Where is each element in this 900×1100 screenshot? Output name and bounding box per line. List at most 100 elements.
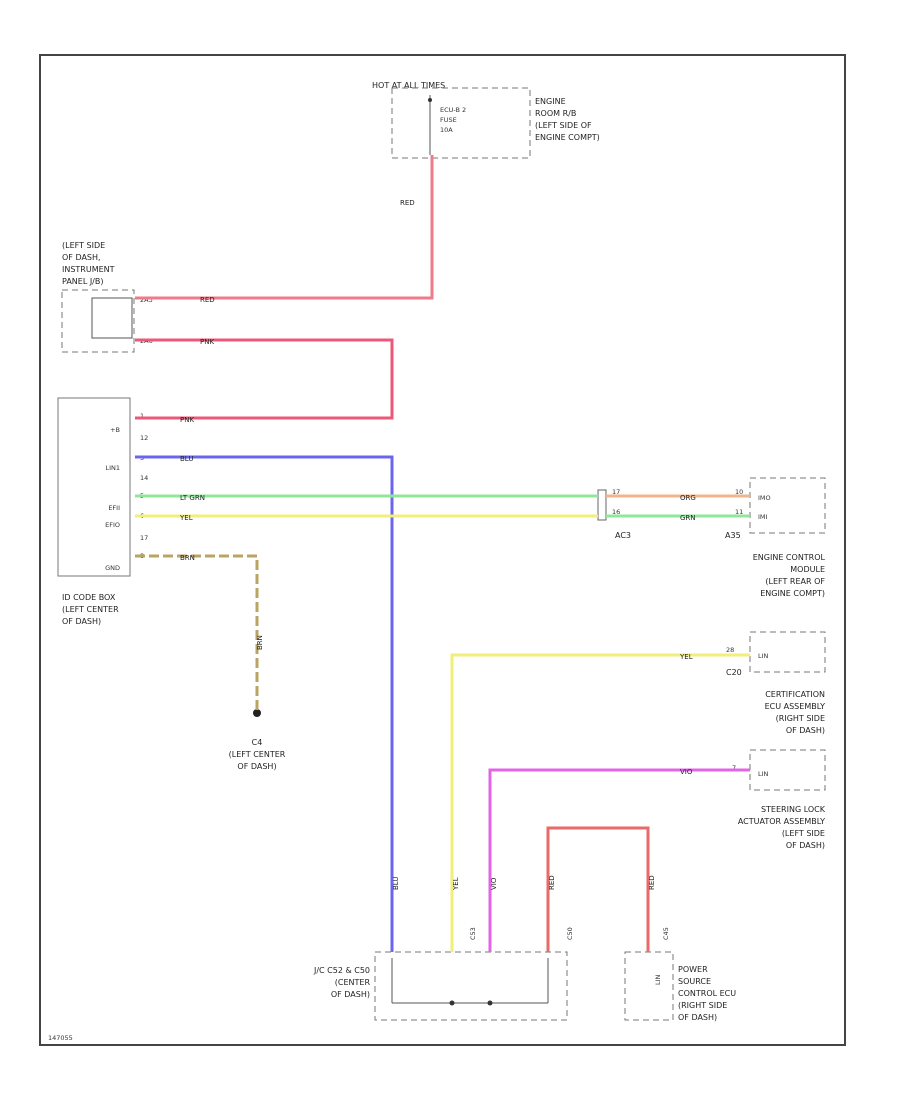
ip-location-4: PANEL J/B): [62, 277, 104, 286]
wire-yel-cert: [450, 653, 750, 952]
id-pin-label-1: +B: [110, 426, 120, 434]
ground-location-1: (LEFT CENTER: [229, 750, 286, 759]
ecm-location-2: MODULE: [790, 565, 825, 574]
wire-label-v-red2: RED: [648, 875, 656, 890]
ecm-location-4: ENGINE COMPT): [760, 589, 825, 598]
wire-label-v-vio: VIO: [490, 877, 498, 890]
steering-lock-location-4: OF DASH): [786, 841, 825, 850]
power-ecu-location-3: CONTROL ECU: [678, 989, 736, 998]
id-pin-14: 14: [140, 474, 148, 482]
fuse-box-location-3: (LEFT SIDE OF: [535, 121, 592, 130]
fuse-box: HOT AT ALL TIMES ECU-B 2 FUSE 10A ENGINE…: [372, 81, 600, 159]
steering-lock-pin-num: 7: [732, 764, 736, 772]
junction-location-3: OF DASH): [331, 990, 370, 999]
cert-ecu-location-3: (RIGHT SIDE: [776, 714, 825, 723]
id-code-box-label-3: OF DASH): [62, 617, 101, 626]
wire-label-yel-cert: YEL: [679, 653, 693, 661]
power-ecu-pin-lin: LIN: [654, 974, 662, 985]
ip-location-3: INSTRUMENT: [62, 265, 115, 274]
id-code-box: +B 1 12 3 LIN1 14 EFII 5 EFIO 6 17 GND 8…: [57, 397, 148, 626]
steering-lock-actuator: LIN 7 STEERING LOCK ACTUATOR ASSEMBLY (L…: [732, 749, 826, 850]
cert-ecu-pin-lin: LIN: [758, 652, 769, 660]
id-pin-label-efio: EFIO: [105, 521, 120, 529]
fuse-box-outline: [391, 87, 531, 159]
wire-label-red-fuse: RED: [400, 199, 415, 207]
wire-label-vio-lock: VIO: [680, 768, 693, 776]
wire-label-grn: GRN: [680, 514, 696, 522]
wire-label-v-red1: RED: [548, 875, 556, 890]
inline-connector-ac3: [597, 489, 607, 521]
wire-label-blu: BLU: [180, 455, 193, 463]
wires: [135, 155, 750, 952]
cert-ecu-location-2: ECU ASSEMBLY: [765, 702, 826, 711]
wire-label-v-blu: BLU: [392, 877, 400, 890]
id-code-box-label-2: (LEFT CENTER: [62, 605, 119, 614]
fuse-box-header: HOT AT ALL TIMES: [372, 81, 445, 90]
cert-ecu-location-4: OF DASH): [786, 726, 825, 735]
wire-label-yel: YEL: [179, 514, 193, 522]
steering-lock-location-3: (LEFT SIDE: [782, 829, 825, 838]
id-pin-label-lin: LIN1: [105, 464, 120, 472]
power-source-control-ecu: LIN C45 POWER SOURCE CONTROL ECU (RIGHT …: [624, 927, 736, 1022]
junction-connector: C53 C50 J/C C52 & C50 (CENTER OF DASH): [313, 927, 574, 1021]
power-ecu-location-5: OF DASH): [678, 1013, 717, 1022]
ecm-pin-num-11: 11: [735, 508, 743, 516]
diagram-border: [39, 54, 846, 1046]
steering-lock-pin-lin: LIN: [758, 770, 769, 778]
power-ecu-location-1: POWER: [678, 965, 708, 974]
fuse-box-location-2: ROOM R/B: [535, 109, 576, 118]
power-ecu-outline: [624, 951, 674, 1021]
ground-point: [253, 709, 261, 717]
wire-label-v-yel: YEL: [452, 877, 460, 891]
wire-label-red-ip: RED: [200, 296, 215, 304]
wire-labels: RED RED PNK PNK BLU LT GRN YEL ORG GRN B…: [179, 199, 696, 891]
fuse-name: ECU-B 2: [440, 106, 466, 114]
id-pin-label-gnd: GND: [105, 564, 120, 572]
inline-pin-17: 17: [612, 488, 620, 496]
junction-splice-1: [449, 1000, 455, 1006]
wire-label-pnk-id: PNK: [180, 416, 194, 424]
connector-ac3: AC3: [615, 531, 631, 540]
ip-location-2: OF DASH,: [62, 253, 101, 262]
junction-outline: [374, 951, 568, 1021]
fuse-terminal: [428, 98, 432, 102]
diagram-id: 147055: [48, 1034, 73, 1042]
ecm-pin-imi: IMI: [758, 513, 768, 521]
wire-label-brn-down: BRN: [256, 635, 264, 650]
junction-connector-c53: C53: [469, 927, 477, 940]
power-ecu-location-4: (RIGHT SIDE: [678, 1001, 727, 1010]
junction-connector-c50: C50: [566, 927, 574, 940]
cert-ecu-connector: C20: [726, 668, 742, 677]
ip-outline: [61, 289, 135, 353]
ip-inner-box: [91, 297, 133, 339]
steering-lock-location-1: STEERING LOCK: [761, 805, 826, 814]
wire-brn-ground: [135, 554, 259, 713]
ip-pin-a: 2A3: [140, 296, 153, 304]
id-pin-num-1: 1: [140, 412, 144, 420]
ecm-pin-num-10: 10: [735, 488, 743, 496]
wire-label-brn: BRN: [180, 554, 195, 562]
fuse-word: FUSE: [440, 116, 457, 124]
fuse-box-location-4: ENGINE COMPT): [535, 133, 600, 142]
wire-label-org: ORG: [680, 494, 696, 502]
id-code-box-outline: [57, 397, 131, 577]
wire-label-ltgrn: LT GRN: [180, 494, 205, 502]
cert-ecu-location-1: CERTIFICATION: [765, 690, 825, 699]
ground-c4: C4 (LEFT CENTER OF DASH): [229, 709, 286, 771]
inline-pin-16: 16: [612, 508, 620, 516]
ip-location-1: (LEFT SIDE: [62, 241, 105, 250]
fuse-rating: 10A: [440, 126, 453, 134]
ground-location-2: OF DASH): [237, 762, 276, 771]
engine-control-module: IMO IMI 10 11 17 16 AC3 A35 ENGINE CONTR…: [597, 477, 826, 598]
steering-lock-location-2: ACTUATOR ASSEMBLY: [738, 817, 825, 826]
cert-ecu-pin-num: 28: [726, 646, 734, 654]
certification-ecu: LIN 28 C20 CERTIFICATION ECU ASSEMBLY (R…: [726, 631, 826, 735]
id-code-box-label-1: ID CODE BOX: [62, 593, 116, 602]
fuse-box-location-1: ENGINE: [535, 97, 566, 106]
wire-label-pnk-ip: PNK: [200, 338, 214, 346]
id-pin-label-efii: EFII: [108, 504, 120, 512]
ecm-outline: [749, 477, 826, 534]
wire-pnk-ip-to-id: [135, 338, 394, 420]
wire-red-fuse-to-ip: [135, 155, 434, 300]
